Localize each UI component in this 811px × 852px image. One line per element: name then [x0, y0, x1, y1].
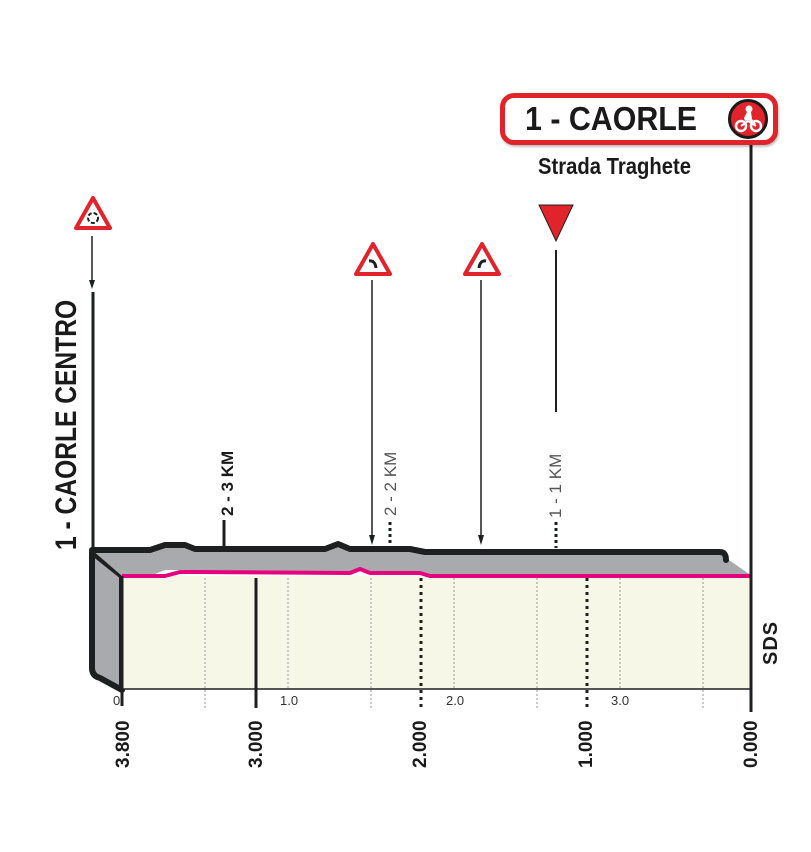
axis-km-1: 1.0: [280, 693, 299, 708]
axis-km-2: 2.0: [446, 693, 465, 708]
dist-label-1000: 1.000: [576, 720, 597, 768]
km-marker-2: 2 - 2 KM: [381, 451, 400, 516]
roundabout-sign-icon: [74, 196, 112, 230]
dist-label-3800: 3.800: [113, 720, 134, 768]
finish-subtitle: Strada Traghete: [538, 153, 691, 179]
brand-logo: SDS: [760, 620, 782, 665]
dist-label-3000: 3.000: [246, 720, 267, 768]
red-triangle-icon: [538, 204, 574, 243]
bend-left-sign-icon: [463, 242, 501, 276]
profile-top-edge: [89, 541, 729, 563]
cyclist-icon: [728, 99, 768, 139]
start-label: 1 - CAORLE CENTRO: [50, 299, 83, 550]
route-line: [122, 567, 752, 578]
dist-label-2000: 2.000: [410, 720, 431, 768]
profile-left-face: [89, 549, 125, 693]
km-marker-3: 2 - 3 KM: [218, 450, 237, 516]
grid-lines: [204, 578, 704, 708]
axis-km-3: 3.0: [611, 693, 630, 708]
profile-front-face: [122, 576, 752, 689]
axis-km-0: 0: [113, 693, 121, 708]
finish-title: 1 - CAORLE: [525, 100, 698, 137]
dist-label-0000: 0.000: [741, 720, 762, 768]
bend-right-sign-icon: [354, 242, 392, 276]
finish-banner: 1 - CAORLE: [500, 93, 778, 145]
km-marker-1: 1 - 1 KM: [546, 453, 565, 518]
